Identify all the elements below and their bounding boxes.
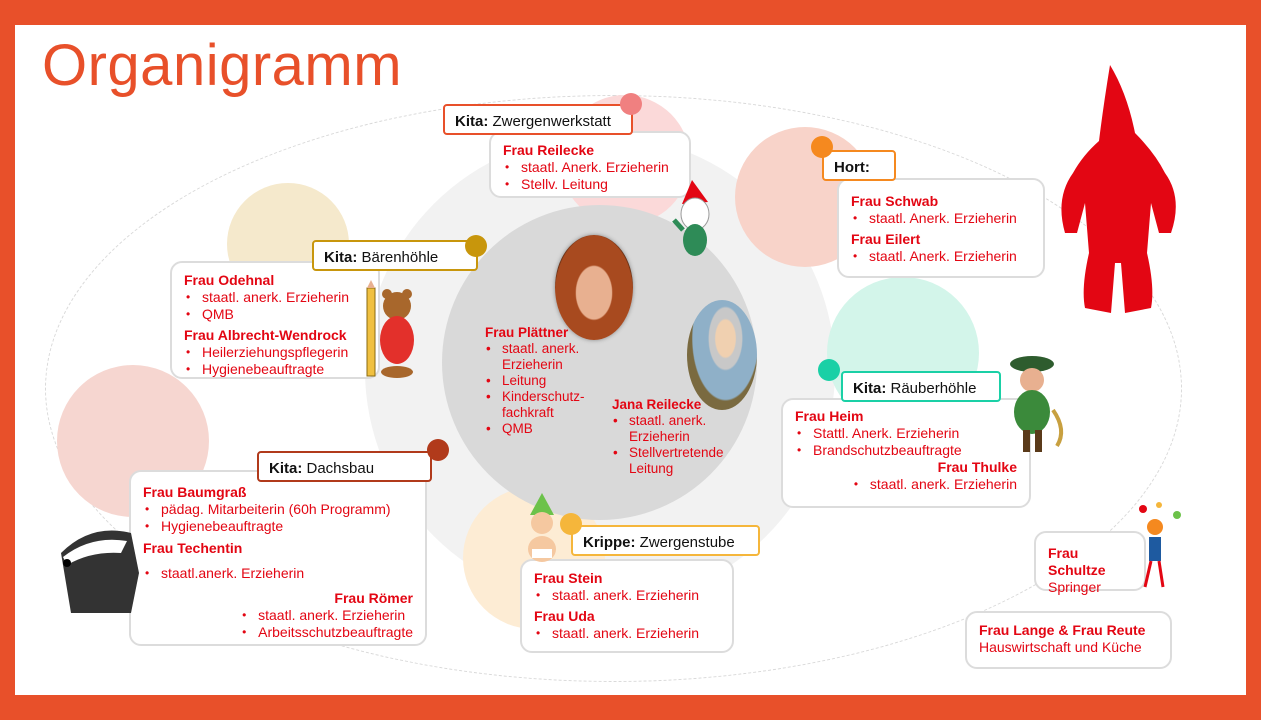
person-name: Frau Heim xyxy=(795,408,864,424)
list-item: Stellv. Leitung xyxy=(503,176,677,193)
baby-gnome-icon xyxy=(520,493,565,565)
label-rest: Dachsbau xyxy=(302,460,375,477)
badger-icon xyxy=(61,513,141,613)
list-item: Stellvertretende Leitung xyxy=(612,445,742,477)
person-name: Frau Odehnal xyxy=(184,272,275,288)
label-baerenhoehle: Kita: Bärenhöhle xyxy=(312,240,478,271)
dot-gold xyxy=(560,513,582,535)
dot-dark-red xyxy=(427,439,449,461)
label-bold: Kita: xyxy=(455,113,489,130)
person-name: Frau Schwab xyxy=(851,193,939,209)
list-item: Hygienebeauftragte xyxy=(143,518,413,535)
stellv-photo xyxy=(687,300,757,410)
label-rest: Zwergenwerkstatt xyxy=(488,113,611,130)
list-item: staatl. anerk. Erzieherin xyxy=(485,341,605,373)
label-rest: Räuberhöhle xyxy=(886,380,977,397)
list-item: Heilerziehungspflegerin xyxy=(184,344,366,361)
page-title: Organigramm xyxy=(42,33,403,98)
leitung-text: Frau Plättner staatl. anerk. Erzieherin … xyxy=(485,325,605,437)
gnome-icon xyxy=(670,180,720,260)
card-dachsbau: Frau Baumgraß pädag. Mitarbeiterin (60h … xyxy=(129,470,427,646)
bear-icon xyxy=(363,280,418,380)
label-bold: Kita: xyxy=(324,249,358,266)
dot-teal xyxy=(818,359,840,381)
person-name: Frau Schultze xyxy=(1048,545,1106,578)
person-name: Frau Uda xyxy=(534,608,595,624)
label-bold: Krippe: xyxy=(583,534,636,551)
label-hort: Hort: xyxy=(822,150,896,181)
person-name: Frau Lange & Frau Reute xyxy=(979,622,1146,638)
label-rest: Zwergenstube xyxy=(635,534,735,551)
list-item: staatl. anerk. Erzieherin xyxy=(534,587,720,604)
list-item: pädag. Mitarbeiterin (60h Programm) xyxy=(143,501,413,518)
card-zwergenstube: Frau Stein staatl. anerk. Erzieherin Fra… xyxy=(520,559,734,653)
person-name: Frau Thulke xyxy=(937,459,1017,475)
label-raeuberhoehle: Kita: Räuberhöhle xyxy=(841,371,1001,402)
stellv-text: Jana Reilecke staatl. anerk. Erzieherin … xyxy=(612,397,742,477)
card-baerenhoehle: Frau Odehnal staatl. anerk. Erzieherin Q… xyxy=(170,261,380,379)
list-item: Kinderschutz-fachkraft xyxy=(485,389,605,421)
list-item: staatl. anerk. Erzieherin xyxy=(534,625,720,642)
stellv-name: Jana Reilecke xyxy=(612,397,702,412)
list-item: staatl. Anerk. Erzieherin xyxy=(503,159,677,176)
list-item: staatl. anerk. Erzieherin xyxy=(184,289,366,306)
list-item: staatl. anerk. Erzieherin xyxy=(852,476,1017,493)
card-hort: Frau Schwab staatl. Anerk. Erzieherin Fr… xyxy=(837,178,1045,278)
list-item: staatl. Anerk. Erzieherin xyxy=(851,210,1031,227)
person-name: Frau Techentin xyxy=(143,540,243,556)
leitung-name: Frau Plättner xyxy=(485,325,569,340)
person-name: Frau Reilecke xyxy=(503,142,595,158)
card-zwergenwerkstatt: Frau Reilecke staatl. Anerk. Erzieherin … xyxy=(489,131,691,198)
list-item: Arbeitsschutzbeauftragte xyxy=(240,624,413,641)
card-springer: Frau Schultze Springer xyxy=(1034,531,1146,595)
juggler-icon xyxy=(1133,497,1185,592)
person-name: Frau Stein xyxy=(534,570,603,586)
label-bold: Kita: xyxy=(853,380,887,397)
dot-pink xyxy=(620,93,642,115)
list-item: Hygienebeauftragte xyxy=(184,361,366,378)
robber-icon xyxy=(995,350,1070,455)
list-item: Leitung xyxy=(485,373,605,389)
list-item: QMB xyxy=(184,306,366,323)
list-item: staatl. anerk. Erzieherin xyxy=(240,607,413,624)
card-raeuberhoehle: Frau Heim Stattl. Anerk. Erzieherin Bran… xyxy=(781,398,1031,508)
person-name: Frau Baumgraß xyxy=(143,484,247,500)
leitung-photo xyxy=(555,235,633,340)
list-item: Brandschutzbeauftragte xyxy=(795,442,1017,459)
label-dachsbau: Kita: Dachsbau xyxy=(257,451,432,482)
list-item: QMB xyxy=(485,421,605,437)
label-rest: Bärenhöhle xyxy=(357,249,439,266)
list-item: staatl. anerk. Erzieherin xyxy=(612,413,742,445)
label-bold: Kita: xyxy=(269,460,303,477)
person-name: Frau Eilert xyxy=(851,231,921,247)
gnome-silhouette-icon xyxy=(1055,63,1185,323)
person-name: Frau Albrecht-Wendrock xyxy=(184,327,347,343)
list-item: Stattl. Anerk. Erzieherin xyxy=(795,425,1017,442)
label-zwergenwerkstatt: Kita: Zwergenwerkstatt xyxy=(443,104,633,135)
list-item: staatl.anerk. Erzieherin xyxy=(143,565,413,582)
card-hauswirtschaft: Frau Lange & Frau Reute Hauswirtschaft u… xyxy=(965,611,1172,669)
slide: Organigramm Frau Plättner staatl. anerk.… xyxy=(15,25,1246,695)
person-role: Springer xyxy=(1048,579,1101,595)
dot-orange xyxy=(811,136,833,158)
list-item: staatl. Anerk. Erzieherin xyxy=(851,248,1031,265)
label-bold: Hort: xyxy=(834,159,870,176)
person-name: Frau Römer xyxy=(334,590,413,606)
dot-yellow xyxy=(465,235,487,257)
label-zwergenstube: Krippe: Zwergenstube xyxy=(571,525,760,556)
person-role: Hauswirtschaft und Küche xyxy=(979,639,1142,655)
